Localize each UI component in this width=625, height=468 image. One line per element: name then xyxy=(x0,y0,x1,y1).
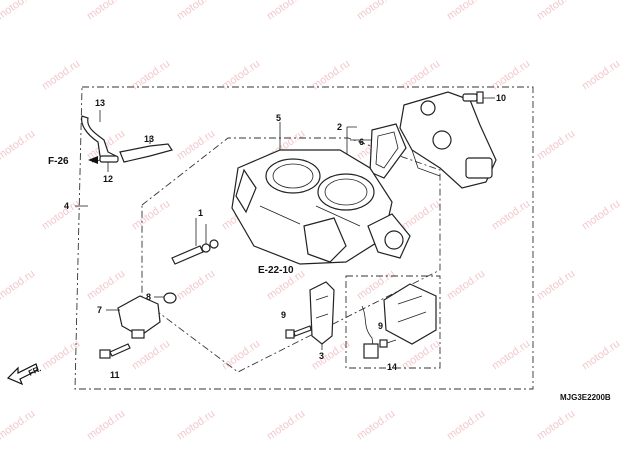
watermark-text: motod.ru xyxy=(355,408,397,443)
watermark-text: motod.ru xyxy=(40,58,82,93)
watermark-text: motod.ru xyxy=(40,198,82,233)
callout-11: 11 xyxy=(110,370,120,380)
watermark-text: motod.ru xyxy=(535,268,577,303)
watermark-text: motod.ru xyxy=(490,338,532,373)
ref-e22-10: E-22-10 xyxy=(258,265,294,276)
watermark-text: motod.ru xyxy=(220,338,262,373)
ref-f26: F-26 xyxy=(48,156,69,167)
gasket xyxy=(350,123,407,179)
callout-14: 14 xyxy=(387,362,397,372)
front-arrow-label: FR. xyxy=(27,364,42,378)
sensor-bracket xyxy=(285,281,335,350)
o-ring xyxy=(163,292,177,304)
sensor-assembly xyxy=(361,283,437,359)
watermark-text: motod.ru xyxy=(580,198,622,233)
watermark-text: motod.ru xyxy=(445,268,487,303)
callout-13-lower: 13 xyxy=(144,134,154,144)
watermark-text: motod.ru xyxy=(0,128,37,163)
watermark-text: motod.ru xyxy=(535,0,577,22)
callout-1: 1 xyxy=(198,208,203,218)
callout-9-right: 9 xyxy=(378,321,383,331)
watermark-text: motod.ru xyxy=(85,268,127,303)
watermark-text: motod.ru xyxy=(0,268,37,303)
screw-9a-icon xyxy=(285,325,312,339)
assembly-boundary xyxy=(74,86,534,390)
callout-3: 3 xyxy=(319,351,324,361)
callout-2: 2 xyxy=(337,122,342,132)
watermark-text: motod.ru xyxy=(400,58,442,93)
bolt-11-icon xyxy=(99,343,131,359)
callout-13-upper: 13 xyxy=(95,98,105,108)
watermark-text: motod.ru xyxy=(490,198,532,233)
watermark-text: motod.ru xyxy=(85,408,127,443)
adjusting-screw-set xyxy=(171,218,219,265)
watermark-text: motod.ru xyxy=(0,408,37,443)
watermark-text: motod.ru xyxy=(310,58,352,93)
watermark-text: motod.ru xyxy=(0,0,37,22)
watermark-text: motod.ru xyxy=(580,58,622,93)
watermark-text: motod.ru xyxy=(580,338,622,373)
callout-4: 4 xyxy=(64,201,69,211)
watermark-text: motod.ru xyxy=(400,198,442,233)
watermark-text: motod.ru xyxy=(220,58,262,93)
diagram-code: MJG3E2200B xyxy=(560,393,611,402)
idle-air-control-valve xyxy=(399,91,497,189)
watermark-text: motod.ru xyxy=(175,0,217,22)
watermark-text: motod.ru xyxy=(130,58,172,93)
screw-9b-icon xyxy=(379,339,397,348)
front-arrow-icon xyxy=(6,363,39,386)
watermark-text: motod.ru xyxy=(265,408,307,443)
watermark-text: motod.ru xyxy=(130,198,172,233)
callout-5: 5 xyxy=(276,113,281,123)
watermark-text: motod.ru xyxy=(130,338,172,373)
callout-7: 7 xyxy=(97,305,102,315)
watermark-text: motod.ru xyxy=(265,0,307,22)
callout-12: 12 xyxy=(103,174,113,184)
screw-10-icon xyxy=(462,91,484,104)
watermark-text: motod.ru xyxy=(400,338,442,373)
watermark-text: motod.ru xyxy=(490,58,532,93)
watermark-text: motod.ru xyxy=(535,128,577,163)
watermark-text: motod.ru xyxy=(535,408,577,443)
watermark-text: motod.ru xyxy=(445,408,487,443)
hose-assembly xyxy=(81,110,173,172)
watermark-text: motod.ru xyxy=(175,268,217,303)
front-direction-indicator: FR. xyxy=(6,363,43,386)
map-sensor xyxy=(99,292,177,359)
f26-arrow-icon xyxy=(88,156,98,164)
watermark-text: motod.ru xyxy=(175,408,217,443)
watermark-text: motod.ru xyxy=(85,0,127,22)
callout-9-left: 9 xyxy=(281,310,286,320)
watermark-text: motod.ru xyxy=(175,128,217,163)
callout-6: 6 xyxy=(359,137,364,147)
throttle-body xyxy=(231,122,411,265)
watermark-text: motod.ru xyxy=(355,0,397,22)
callout-10: 10 xyxy=(496,93,506,103)
callout-8: 8 xyxy=(146,292,151,302)
watermark-text: motod.ru xyxy=(445,0,487,22)
sensor-group-boundary xyxy=(345,275,441,369)
